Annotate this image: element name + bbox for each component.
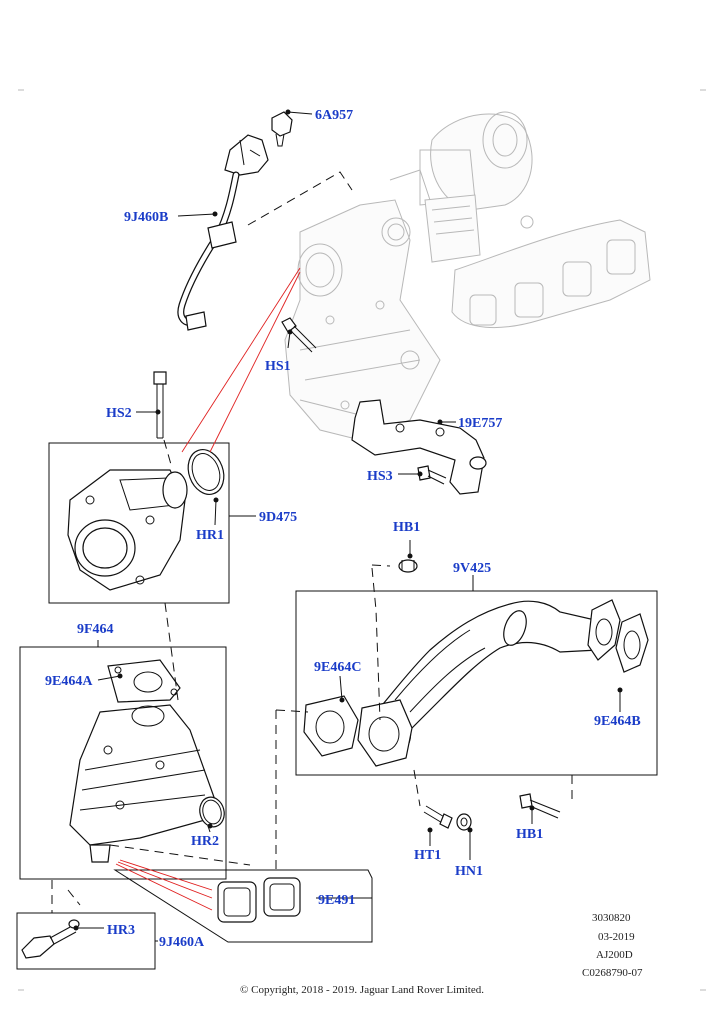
bolt-HS1 (281, 317, 317, 353)
callout-HB1-bottom[interactable]: HB1 (516, 827, 543, 842)
callout-9V425[interactable]: 9V425 (453, 561, 491, 576)
callout-HS2[interactable]: HS2 (106, 406, 132, 421)
red-indicator-lines (115, 267, 301, 911)
bolt-HB1-top (398, 559, 418, 573)
egr-valve-9D475 (67, 469, 188, 591)
callout-HB1-top[interactable]: HB1 (393, 520, 420, 535)
egr-cooler-9F464 (69, 704, 216, 863)
corner-marks (18, 89, 706, 991)
leader-lines (73, 109, 623, 942)
meta-line-1: 3030820 (592, 912, 631, 924)
callout-6A957[interactable]: 6A957 (315, 108, 353, 123)
callout-HR3[interactable]: HR3 (107, 923, 135, 938)
callout-HR2[interactable]: HR2 (191, 834, 219, 849)
box-9F464 (19, 646, 227, 880)
gasket-9E464A (107, 659, 181, 703)
callout-9D475[interactable]: 9D475 (259, 510, 297, 525)
box-9E491 (113, 869, 373, 943)
diagram-metadata: 3030820 03-2019 AJ200D C0268790-07 (582, 912, 643, 979)
meta-line-3: AJ200D (596, 949, 633, 961)
bolt-HB1-bottom (519, 793, 561, 819)
meta-line-2: 03-2019 (598, 931, 635, 943)
callout-9E464A[interactable]: 9E464A (45, 674, 93, 689)
gasket-9E464C (303, 695, 413, 767)
callout-HS1[interactable]: HS1 (265, 359, 291, 374)
sensor-9J460A (21, 919, 80, 959)
callout-9E491[interactable]: 9E491 (318, 893, 355, 908)
o-ring-HR1 (187, 449, 225, 495)
box-9D475 (48, 442, 230, 604)
ghost-turbo-manifold (284, 111, 651, 441)
gasket-9E491 (217, 877, 301, 923)
callout-HS3[interactable]: HS3 (367, 469, 393, 484)
copyright-notice: © Copyright, 2018 - 2019. Jaguar Land Ro… (240, 984, 484, 996)
callout-HT1[interactable]: HT1 (414, 848, 441, 863)
callout-19E757[interactable]: 19E757 (458, 416, 502, 431)
callout-9E464C[interactable]: 9E464C (314, 660, 361, 675)
flange-9E464B (587, 599, 649, 673)
box-9V425 (295, 590, 658, 776)
meta-line-4: C0268790-07 (582, 967, 643, 979)
callout-9F464[interactable]: 9F464 (77, 622, 114, 637)
stud-HT1 (423, 805, 453, 829)
callout-9J460A[interactable]: 9J460A (159, 935, 205, 950)
callout-9E464B[interactable]: 9E464B (594, 714, 641, 729)
bolt-HS2 (153, 371, 167, 439)
callout-labels: 6A957 9J460B HS1 HS2 19E757 HS3 9D475 HR… (45, 108, 641, 950)
bracket-19E757 (351, 399, 487, 495)
o-ring-HR2 (199, 796, 225, 828)
callout-HN1[interactable]: HN1 (455, 864, 483, 879)
nut-HN1 (456, 813, 472, 831)
pipe-9J460B (177, 134, 269, 331)
sensor-6A957 (271, 111, 293, 147)
callout-HR1[interactable]: HR1 (196, 528, 224, 543)
assembly-dash-lines (51, 171, 573, 913)
callout-9J460B[interactable]: 9J460B (124, 210, 168, 225)
